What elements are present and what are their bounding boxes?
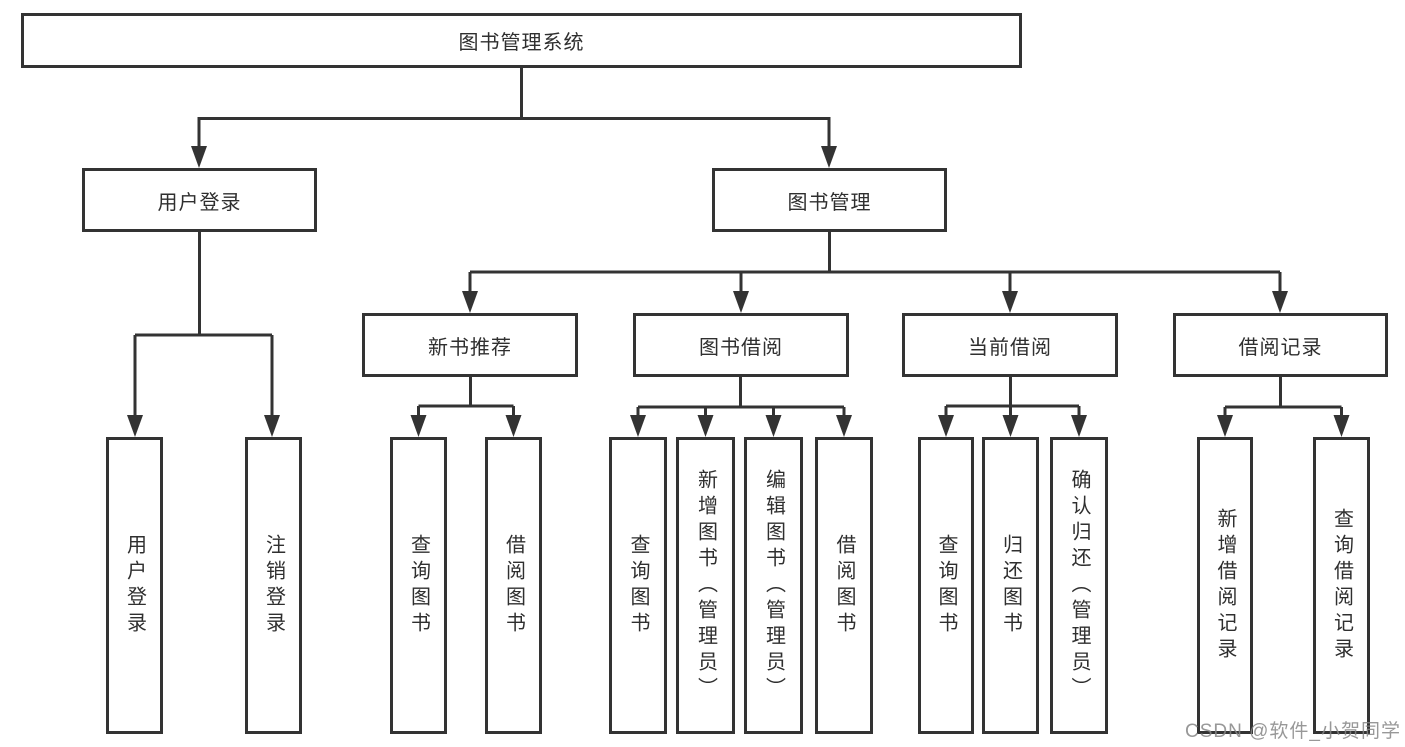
arrowhead-icon [1002, 291, 1018, 313]
leaf-add-borrow-record-label: 新增借阅记录 [1214, 507, 1236, 664]
connector-root-to-level2 [197, 68, 831, 150]
leaf-user-login: 用户登录 [106, 437, 163, 734]
arrowhead-icon [1071, 415, 1087, 437]
arrowhead-icon [264, 415, 280, 437]
leaf-borrow-book-label: 借阅图书 [833, 533, 855, 638]
arrowhead-icon [821, 146, 837, 168]
arrowhead-icon [1002, 415, 1019, 437]
leaf-logout: 注销登录 [245, 437, 302, 734]
node-book-management: 图书管理 [712, 168, 947, 232]
leaf-user-login-label: 用户登录 [123, 533, 146, 638]
arrowhead-icon [1217, 415, 1233, 437]
node-user-login-label: 用户登录 [157, 191, 242, 214]
arrowhead-icon [836, 415, 852, 437]
arrowhead-icon [938, 415, 954, 437]
leaf-return-book-label: 归还图书 [999, 533, 1022, 638]
leaf-return-book: 归还图书 [982, 437, 1039, 734]
connector-borrowing-to-leaves [636, 377, 846, 419]
arrowhead-icon [1272, 291, 1288, 313]
connector-records-to-leaves [1223, 377, 1343, 419]
leaf-borrow-book-recommend: 借阅图书 [485, 437, 542, 734]
node-book-borrowing-label: 图书借阅 [699, 336, 783, 359]
node-book-management-label: 图书管理 [787, 191, 872, 214]
node-book-borrowing: 图书借阅 [633, 313, 849, 377]
leaf-query-book-borrowing-label: 查询图书 [627, 533, 649, 638]
watermark: CSDN @软件_小贺同学 [1185, 721, 1401, 742]
arrowheads [127, 146, 1350, 437]
arrowhead-icon [630, 415, 646, 437]
node-current-borrowing: 当前借阅 [902, 313, 1118, 377]
arrowhead-icon [410, 415, 427, 437]
leaf-query-book-recommend: 查询图书 [390, 437, 447, 734]
connector-user-login-to-leaves [133, 232, 274, 419]
node-root: 图书管理系统 [21, 13, 1022, 68]
arrowhead-icon [1333, 415, 1350, 437]
arrowhead-icon [733, 291, 749, 313]
leaf-add-book-admin: 新增图书（管理员） [676, 437, 735, 734]
arrowhead-icon [505, 415, 522, 437]
connector-book-mgmt-to-level3 [468, 232, 1282, 295]
node-user-login: 用户登录 [82, 168, 317, 232]
leaf-query-book-recommend-label: 查询图书 [407, 533, 430, 638]
leaf-logout-label: 注销登录 [262, 533, 285, 638]
connector-new-book-to-leaves [417, 377, 515, 419]
arrowhead-icon [191, 146, 207, 168]
leaf-borrow-book: 借阅图书 [815, 437, 873, 734]
arrowhead-icon [462, 291, 478, 313]
leaf-edit-book-admin-label: 编辑图书（管理员） [762, 468, 785, 703]
leaf-add-borrow-record: 新增借阅记录 [1197, 437, 1253, 734]
leaf-query-borrow-record-label: 查询借阅记录 [1330, 507, 1353, 664]
leaf-confirm-return-admin: 确认归还（管理员） [1050, 437, 1108, 734]
node-root-label: 图书管理系统 [458, 32, 585, 54]
node-current-borrowing-label: 当前借阅 [968, 336, 1052, 359]
arrowhead-icon [765, 415, 782, 437]
leaf-confirm-return-admin-label: 确认归还（管理员） [1068, 468, 1090, 703]
connector-current-to-leaves [944, 377, 1081, 419]
leaf-query-book-current: 查询图书 [918, 437, 974, 734]
leaf-add-book-admin-label: 新增图书（管理员） [694, 468, 717, 703]
leaf-query-borrow-record: 查询借阅记录 [1313, 437, 1370, 734]
node-borrowing-records: 借阅记录 [1173, 313, 1388, 377]
leaf-query-book-borrowing: 查询图书 [609, 437, 667, 734]
node-borrowing-records-label: 借阅记录 [1238, 336, 1323, 359]
node-new-book-recommend-label: 新书推荐 [428, 336, 512, 359]
leaf-query-book-current-label: 查询图书 [935, 533, 957, 638]
leaf-edit-book-admin: 编辑图书（管理员） [744, 437, 803, 734]
node-new-book-recommend: 新书推荐 [362, 313, 578, 377]
arrowhead-icon [127, 415, 143, 437]
leaf-borrow-book-recommend-label: 借阅图书 [502, 533, 525, 638]
arrowhead-icon [697, 415, 714, 437]
